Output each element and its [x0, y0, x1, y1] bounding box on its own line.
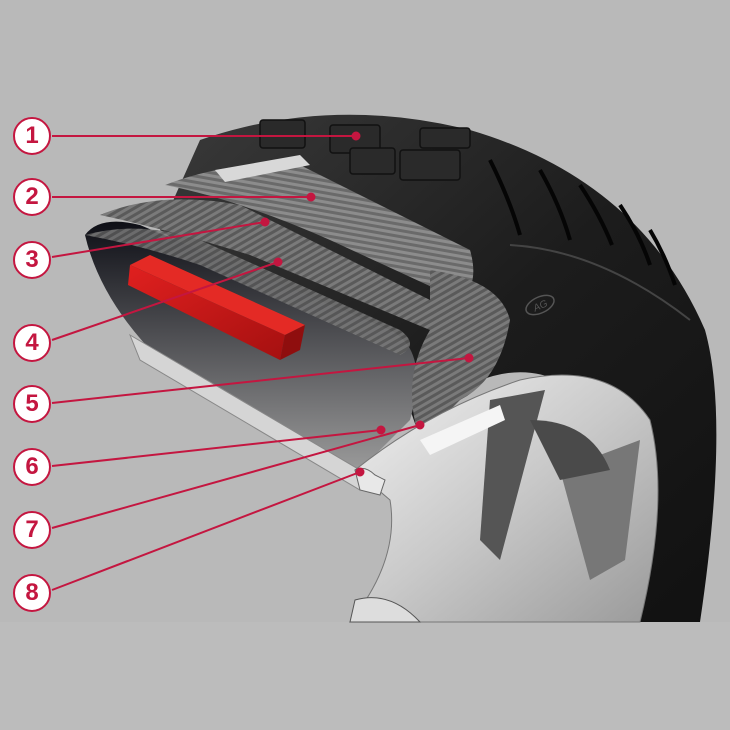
belt-layer-3: [100, 199, 438, 330]
callout-8[interactable]: 8: [13, 574, 51, 612]
callout-6[interactable]: 6: [13, 448, 51, 486]
tread-blocks: [259, 119, 471, 181]
callout-number: 5: [25, 390, 39, 417]
callout-number: 7: [25, 516, 39, 543]
callout-number: 8: [25, 579, 39, 606]
callout-5[interactable]: 5: [13, 385, 51, 423]
belt-layer-2: [165, 164, 474, 300]
leader-lines: [51, 131, 474, 591]
callout-7[interactable]: 7: [13, 511, 51, 549]
bottom-strip: [0, 622, 730, 730]
callout-2[interactable]: 2: [13, 178, 51, 216]
callout-number: 6: [25, 453, 39, 480]
callout-number: 1: [25, 122, 39, 149]
sidewall-mark-ag: AG: [525, 294, 555, 316]
tread-grooves: [488, 159, 677, 286]
belt-layer-4: [85, 228, 410, 355]
carcass-ply: [412, 270, 510, 440]
callout-3[interactable]: 3: [13, 241, 51, 279]
callout-4[interactable]: 4: [13, 324, 51, 362]
callout-number: 4: [25, 329, 39, 356]
callout-number: 2: [25, 183, 39, 210]
callout-number: 3: [25, 246, 39, 273]
red-highlight-block: [128, 255, 305, 360]
wheel-spokes: [480, 390, 640, 580]
callout-1[interactable]: 1: [13, 117, 51, 155]
